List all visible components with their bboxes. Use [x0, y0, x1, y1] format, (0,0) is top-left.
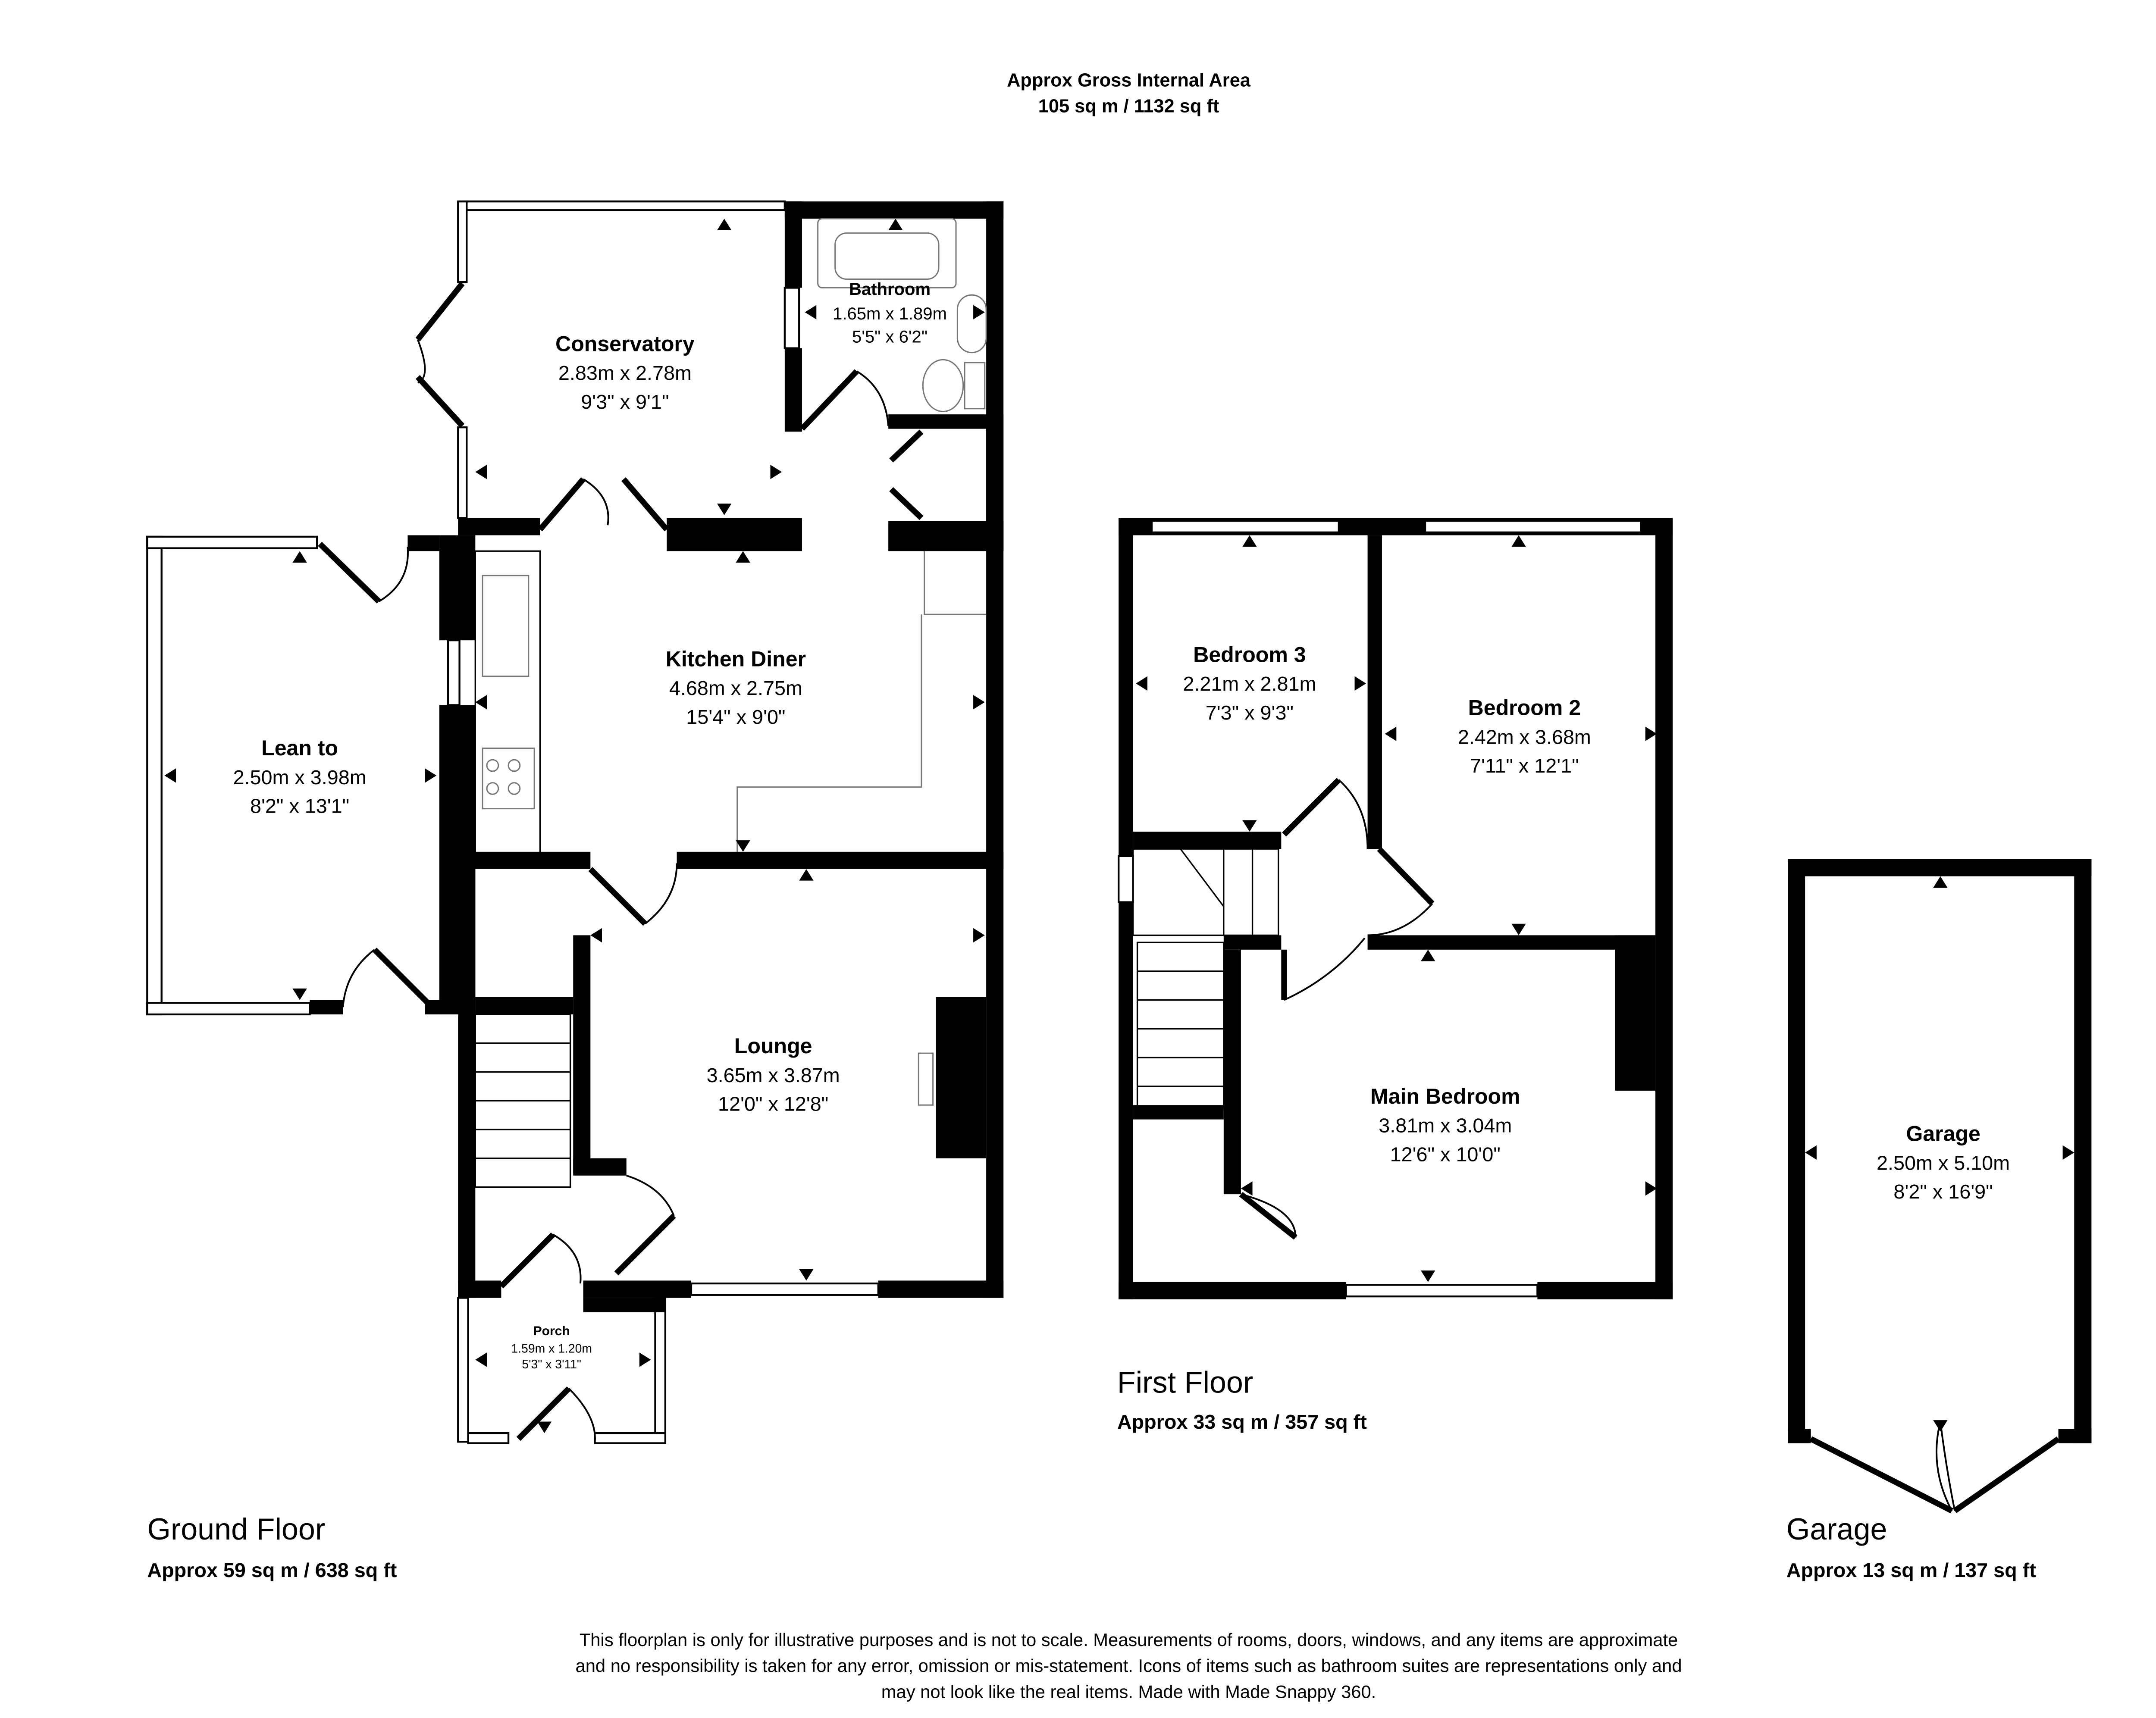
- room-name: Garage: [1906, 1122, 1980, 1146]
- room-name: Main Bedroom: [1370, 1084, 1520, 1108]
- gross-area-value: 105 sq m / 1132 sq ft: [1038, 96, 1219, 116]
- room-imperial: 5'5" x 6'2": [852, 327, 928, 346]
- ground-floor-title: Ground Floor: [147, 1512, 325, 1546]
- room-name: Porch: [533, 1324, 570, 1338]
- room-conservatory: Conservatory 2.83m x 2.78m 9'3" x 9'1": [555, 332, 695, 413]
- dimension-arrows: [164, 219, 2075, 1433]
- room-metric: 2.50m x 3.98m: [233, 766, 367, 789]
- room-imperial: 8'2" x 13'1": [250, 795, 349, 817]
- room-imperial: 8'2" x 16'9": [1893, 1180, 1993, 1203]
- room-name: Lean to: [261, 736, 338, 760]
- room-metric: 4.68m x 2.75m: [669, 677, 802, 699]
- room-imperial: 7'3" x 9'3": [1206, 701, 1294, 724]
- room-name: Lounge: [734, 1034, 812, 1058]
- room-name: Kitchen Diner: [666, 647, 806, 671]
- room-metric: 3.65m x 3.87m: [707, 1064, 840, 1086]
- ground-floor-area: Approx 59 sq m / 638 sq ft: [147, 1559, 397, 1581]
- first-floor-plan: [1118, 518, 1673, 1299]
- disclaimer-line: and no responsibility is taken for any e…: [576, 1655, 1682, 1676]
- room-bathroom: Bathroom 1.65m x 1.89m 5'5" x 6'2": [833, 280, 947, 346]
- garage-title: Garage: [1786, 1512, 1887, 1546]
- room-name: Conservatory: [555, 332, 695, 356]
- room-name: Bedroom 2: [1468, 696, 1581, 720]
- gross-area-title: Approx Gross Internal Area: [1007, 70, 1251, 91]
- room-metric: 3.81m x 3.04m: [1379, 1114, 1512, 1137]
- disclaimer-line: This floorplan is only for illustrative …: [580, 1630, 1678, 1650]
- room-bedroom-3: Bedroom 3 2.21m x 2.81m 7'3" x 9'3": [1183, 642, 1316, 724]
- room-imperial: 12'0" x 12'8": [718, 1093, 828, 1115]
- first-floor-title: First Floor: [1117, 1366, 1253, 1399]
- room-lounge: Lounge 3.65m x 3.87m 12'0" x 12'8": [707, 1034, 840, 1115]
- room-metric: 2.42m x 3.68m: [1458, 726, 1591, 748]
- room-bedroom-2: Bedroom 2 2.42m x 3.68m 7'11" x 12'1": [1458, 696, 1591, 777]
- garage-plan: [1788, 859, 2092, 1514]
- room-main-bedroom: Main Bedroom 3.81m x 3.04m 12'6" x 10'0": [1370, 1084, 1520, 1166]
- room-name: Bathroom: [849, 280, 931, 299]
- room-imperial: 5'3" x 3'11": [522, 1358, 581, 1371]
- room-imperial: 15'4" x 9'0": [686, 706, 785, 728]
- room-garage: Garage 2.50m x 5.10m 8'2" x 16'9": [1877, 1122, 2010, 1203]
- room-imperial: 9'3" x 9'1": [581, 391, 669, 413]
- room-metric: 2.83m x 2.78m: [558, 362, 692, 384]
- ground-floor-plan: [146, 200, 1004, 1444]
- first-floor-area: Approx 33 sq m / 357 sq ft: [1117, 1411, 1367, 1433]
- room-metric: 2.50m x 5.10m: [1877, 1152, 2010, 1174]
- room-metric: 2.21m x 2.81m: [1183, 673, 1316, 695]
- garage-area: Approx 13 sq m / 137 sq ft: [1786, 1559, 2036, 1581]
- disclaimer: This floorplan is only for illustrative …: [576, 1630, 1682, 1702]
- room-kitchen-diner: Kitchen Diner 4.68m x 2.75m 15'4" x 9'0": [666, 647, 806, 728]
- room-metric: 1.59m x 1.20m: [511, 1342, 592, 1355]
- room-imperial: 7'11" x 12'1": [1470, 754, 1579, 777]
- disclaimer-line: may not look like the real items. Made w…: [881, 1681, 1376, 1702]
- room-name: Bedroom 3: [1193, 642, 1306, 667]
- room-metric: 1.65m x 1.89m: [833, 304, 947, 323]
- room-porch: Porch 1.59m x 1.20m 5'3" x 3'11": [511, 1324, 592, 1371]
- room-lean-to: Lean to 2.50m x 3.98m 8'2" x 13'1": [233, 736, 367, 817]
- room-imperial: 12'6" x 10'0": [1390, 1143, 1501, 1165]
